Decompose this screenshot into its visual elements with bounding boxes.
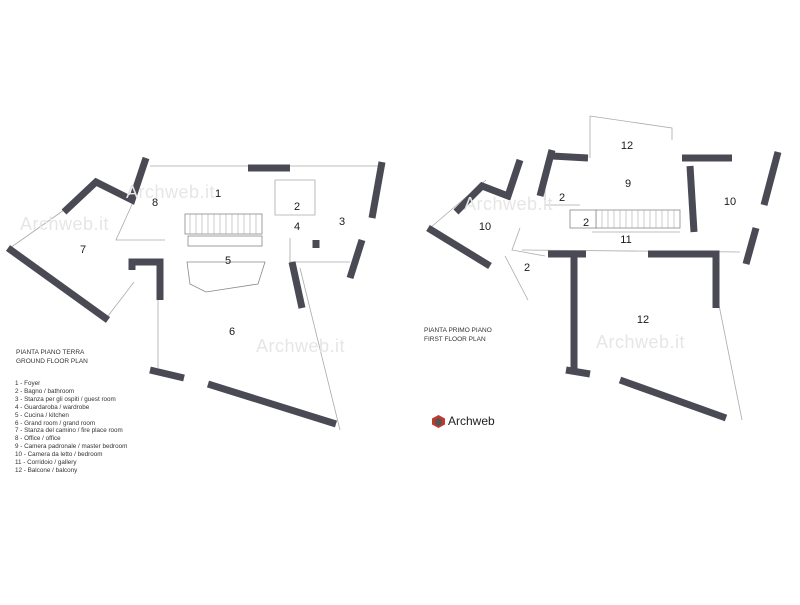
gf-fireplace-glass	[107, 281, 135, 317]
gf-stair-treads	[189, 214, 257, 234]
ff-wall-n1	[536, 149, 556, 197]
legend-item: 12 - Balcone / balcony	[15, 466, 78, 474]
gf-wall-s2	[206, 380, 338, 428]
caption-it: PIANTA PIANO TERRA	[16, 349, 85, 356]
ff-wall-s1	[565, 366, 591, 378]
room-number: 8	[151, 197, 159, 209]
watermark-text: Archweb.it	[20, 214, 110, 234]
legend-item: 9 - Camera padronale / master bedroom	[15, 443, 128, 451]
ff-wall-s2	[618, 376, 728, 422]
ff-wall-terrace-n	[648, 250, 720, 308]
archweb-logo: Archweb	[432, 414, 495, 428]
ff-lower-bath	[504, 255, 529, 301]
gf-kitchen-island	[186, 261, 266, 293]
legend-item: 1 - Foyer	[15, 380, 41, 387]
ff-stair-treads	[601, 210, 675, 228]
room-number: 1	[214, 188, 222, 200]
legend-item: 4 - Guardaroba / wardrobe	[15, 403, 90, 411]
room-number: 4	[293, 221, 301, 233]
ff-wall-top	[551, 152, 589, 162]
caption-it: PIANTA PRIMO PIANO	[424, 327, 492, 334]
gf-wall-e1	[368, 161, 386, 219]
ff-terrace-east	[717, 299, 743, 421]
caption-en: GROUND FLOOR PLAN	[16, 357, 88, 365]
gf-guest-wall	[289, 238, 350, 263]
walls	[5, 149, 782, 428]
legend-item: 3 - Stanza per gli ospiti / guest room	[15, 395, 116, 403]
watermark-text: Archweb.it	[256, 336, 346, 356]
archweb-logo-icon	[432, 414, 445, 428]
ff-bath-fixture	[569, 209, 597, 229]
watermark-text: Archweb.it	[126, 182, 216, 202]
room-number: 3	[338, 216, 346, 228]
gf-wall-grand	[288, 261, 306, 309]
archweb-logo-text: Archweb	[448, 414, 495, 428]
room-number: 12	[620, 140, 634, 152]
watermark-text: Archweb.it	[464, 194, 554, 214]
room-number: 2	[523, 262, 531, 274]
room-number: 9	[624, 178, 632, 190]
stair-treads	[189, 210, 675, 234]
caption-en: FIRST FLOOR PLAN	[424, 335, 486, 343]
gf-stair	[184, 213, 263, 235]
gf-wall-e2	[346, 238, 366, 280]
first-floor-caption: PIANTA PRIMO PIANO FIRST FLOOR PLAN	[424, 327, 492, 344]
ff-wall-e1	[760, 151, 782, 206]
ff-wall-e2	[742, 227, 760, 265]
gf-wall-nw	[61, 156, 150, 215]
room-number: 2	[558, 192, 566, 204]
room-legend: 1 - Foyer 2 - Bagno / bathroom 3 - Stanz…	[15, 380, 127, 475]
legend-item: 11 - Corridoio / gallery	[15, 459, 77, 467]
gf-grand-east	[299, 267, 341, 431]
room-number: 2	[293, 201, 301, 213]
gf-office-desk	[115, 199, 165, 241]
room-number: 6	[228, 326, 236, 338]
gf-bath	[274, 179, 316, 216]
gf-wall-sw	[5, 245, 111, 323]
legend-item: 7 - Stanza del camino / fire place room	[15, 427, 123, 435]
gf-wall-s1	[149, 366, 185, 382]
room-number: 2	[582, 217, 590, 229]
legend-item: 8 - Office / office	[15, 435, 61, 443]
ff-wall-nw	[453, 158, 524, 215]
ff-wall-w	[426, 225, 492, 269]
legend-item: 6 - Grand room / grand room	[15, 419, 96, 427]
legend-item: 2 - Bagno / bathroom	[15, 387, 75, 395]
room-number: 12	[636, 314, 650, 326]
ground-floor-caption: PIANTA PIANO TERRA GROUND FLOOR PLAN	[16, 349, 88, 366]
room-number: 7	[79, 244, 87, 256]
gf-wall-mid	[128, 258, 164, 300]
gf-counter	[187, 235, 263, 247]
room-number: 11	[620, 234, 632, 246]
room-number: 10	[723, 196, 737, 208]
watermark-text: Archweb.it	[596, 332, 686, 352]
room-number: 5	[224, 255, 232, 267]
legend-item: 5 - Cucina / kitchen	[15, 411, 69, 419]
legend-item: 10 - Camera da letto / bedroom	[15, 451, 103, 459]
ff-wall-inner	[686, 165, 698, 233]
ff-balcony-top	[589, 115, 673, 140]
room-number: 10	[478, 221, 492, 233]
ff-bath-west	[511, 227, 546, 257]
gf-west-glass	[9, 209, 65, 249]
